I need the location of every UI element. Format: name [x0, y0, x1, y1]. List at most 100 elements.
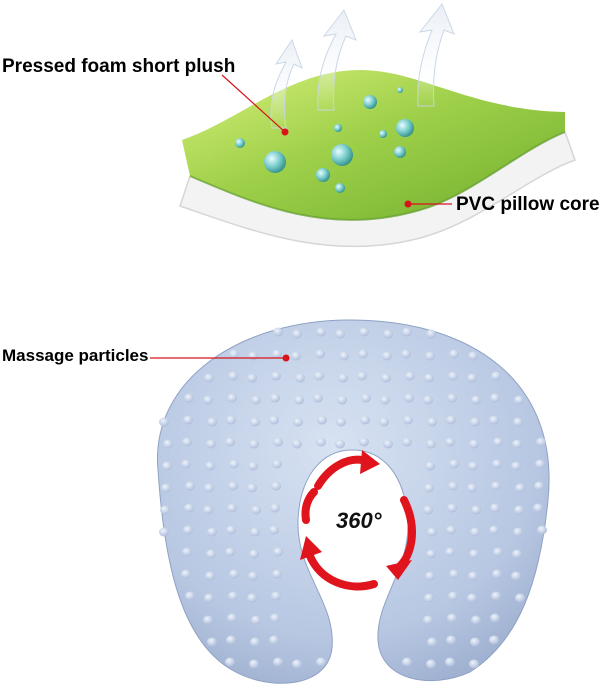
massage-dot — [471, 615, 481, 625]
massage-dot — [295, 373, 305, 383]
massage-dot — [316, 327, 326, 337]
massage-dot — [511, 571, 521, 581]
massage-dot — [380, 395, 390, 405]
massage-dot — [292, 659, 302, 669]
massage-dot — [338, 373, 348, 383]
massage-dot — [247, 373, 257, 383]
massage-dot — [203, 615, 213, 625]
label-pvc-core: PVC pillow core — [456, 194, 600, 215]
massage-dot — [467, 483, 477, 493]
massage-dot — [204, 483, 214, 493]
massage-dot — [425, 571, 435, 581]
massage-dot — [360, 415, 370, 425]
massage-dot — [426, 659, 436, 669]
massage-dot — [383, 439, 393, 449]
massage-dot — [251, 505, 261, 515]
massage-dot — [471, 505, 481, 515]
massage-dot — [203, 395, 213, 405]
massage-dot — [335, 329, 345, 339]
massage-dot — [423, 395, 433, 405]
massage-dot — [359, 327, 369, 337]
massage-dot — [427, 637, 437, 647]
massage-dot — [446, 635, 456, 645]
massage-dot — [513, 527, 523, 537]
massage-dot — [203, 505, 213, 515]
massage-dot — [534, 481, 544, 491]
massage-dot — [515, 593, 525, 603]
massage-dot — [270, 613, 280, 623]
massage-dot — [426, 439, 436, 449]
massage-dot — [248, 571, 258, 581]
massage-dot — [515, 483, 525, 493]
massage-dot — [448, 371, 458, 381]
massage-dot — [204, 593, 214, 603]
massage-dot — [447, 503, 457, 513]
massage-dot — [204, 373, 214, 383]
massage-dot — [514, 395, 524, 405]
massage-dot — [425, 461, 435, 471]
label-massage-particles: Massage particles — [2, 346, 149, 365]
massage-dot — [405, 371, 415, 381]
massage-dot — [251, 615, 261, 625]
massage-dot — [512, 549, 522, 559]
massage-dot — [228, 591, 238, 601]
massage-dot — [205, 571, 215, 581]
massage-dot — [314, 371, 324, 381]
massage-dot — [271, 371, 281, 381]
massage-dot — [316, 437, 326, 447]
massage-dot — [402, 437, 412, 447]
massage-dot — [160, 505, 170, 515]
massage-dot — [339, 351, 349, 361]
massage-dot — [383, 329, 393, 339]
massage-dot — [490, 503, 500, 513]
massage-dot — [292, 329, 302, 339]
massage-dot — [490, 613, 500, 623]
massage-dot — [293, 417, 303, 427]
massage-dot — [447, 613, 457, 623]
massage-dot — [513, 417, 523, 427]
massage-dot — [467, 373, 477, 383]
massage-dot — [270, 393, 280, 403]
massage-dot — [470, 417, 480, 427]
massage-dot — [424, 373, 434, 383]
massage-dot — [536, 437, 546, 447]
neck-pillow — [157, 319, 550, 684]
massage-dot — [425, 351, 435, 361]
pointer-pressed-foam — [221, 74, 289, 136]
massage-dot — [248, 461, 258, 471]
massage-dot — [227, 503, 237, 513]
massage-dot — [291, 351, 301, 361]
massage-dot — [207, 527, 217, 537]
massage-dot — [271, 591, 281, 601]
massage-dot — [185, 591, 195, 601]
massage-dot — [317, 415, 327, 425]
massage-dot — [489, 415, 499, 425]
massage-dot — [248, 351, 258, 361]
massage-dot — [469, 659, 479, 669]
massage-dot — [470, 637, 480, 647]
massage-dot — [469, 549, 479, 559]
massage-dot — [251, 395, 261, 405]
massage-dot — [467, 593, 477, 603]
massage-dot — [424, 483, 434, 493]
massage-dot — [514, 505, 524, 515]
massage-dot — [183, 415, 193, 425]
massage-dot — [185, 481, 195, 491]
massage-dot — [227, 393, 237, 403]
massage-dot — [492, 569, 502, 579]
massage-dot — [426, 329, 436, 339]
massage-dot — [493, 547, 503, 557]
massage-dot — [225, 547, 235, 557]
massage-dot — [228, 371, 238, 381]
massage-dot — [247, 593, 257, 603]
massage-dot — [379, 417, 389, 427]
massage-dot — [273, 327, 283, 337]
massage-dot — [228, 481, 238, 491]
massage-dot — [446, 525, 456, 535]
massage-dot — [273, 657, 283, 667]
massage-dot — [468, 351, 478, 361]
massage-dot — [183, 525, 193, 535]
massage-dot — [206, 549, 216, 559]
massage-dot — [468, 461, 478, 471]
